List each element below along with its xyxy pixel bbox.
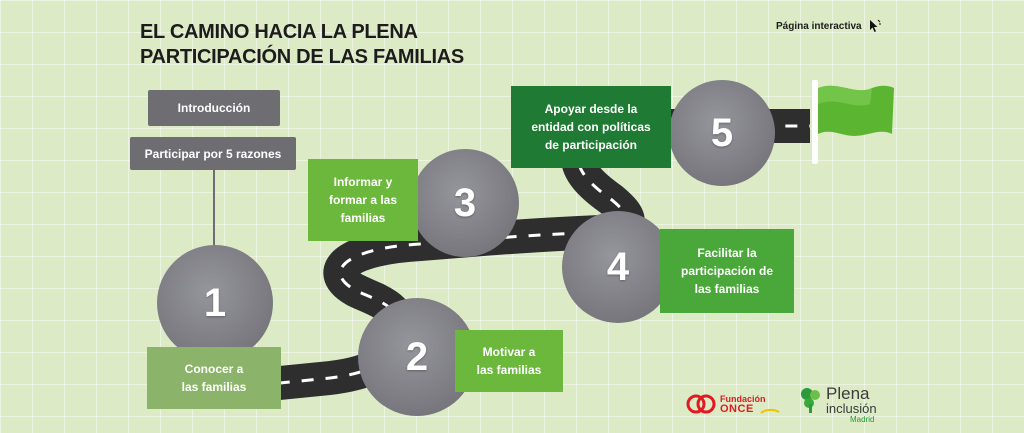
step-3-line-3: familias [340, 211, 386, 225]
once-line-1: Fundación [720, 394, 766, 404]
five-reasons-button[interactable]: Participar por 5 razones [130, 137, 296, 170]
step-5-card[interactable]: Apoyar desde la entidad con políticas de… [511, 86, 671, 168]
plena-line-1: Plena [826, 384, 870, 403]
introduction-label: Introducción [177, 101, 251, 115]
title-line-2: PARTICIPACIÓN DE LAS FAMILIAS [140, 46, 464, 68]
plena-leaf-icon [801, 388, 820, 413]
step-5-line-1: Apoyar desde la [544, 102, 638, 116]
cursor-icon [869, 19, 881, 32]
step-4-line-2: participación de [680, 264, 774, 278]
step-3-circle[interactable]: 3 [411, 149, 519, 257]
step-1-circle[interactable]: 1 [157, 245, 273, 361]
step-4-number: 4 [606, 244, 630, 289]
plena-line-3: Madrid [850, 415, 875, 424]
flag-icon[interactable] [808, 78, 900, 166]
connector-line [213, 170, 215, 248]
step-2-line-2: las familias [476, 363, 542, 377]
page-title: EL CAMINO HACIA LA PLENA PARTICIPACIÓN D… [140, 20, 464, 70]
step-3-line-1: Informar y [333, 175, 393, 189]
step-3-line-2: formar a las [328, 193, 398, 207]
interactive-label: Página interactiva [776, 20, 862, 32]
once-swoosh-icon [759, 408, 780, 414]
five-reasons-label: Participar por 5 razones [144, 146, 282, 161]
plena-inclusion-logo: Plena inclusión Madrid [800, 384, 877, 425]
step-2-number: 2 [405, 334, 429, 379]
once-line-2: ONCE [720, 403, 754, 415]
step-5-number: 5 [710, 110, 734, 155]
step-1-card[interactable]: Conocer a las familias [147, 347, 281, 409]
step-5-circle[interactable]: 5 [669, 80, 775, 186]
step-1-line-2: las familias [181, 380, 247, 394]
step-2-card[interactable]: Motivar a las familias [455, 330, 563, 392]
fundacion-once-logo: Fundación ONCE [686, 391, 780, 417]
step-5-line-2: entidad con políticas [531, 120, 651, 134]
step-4-line-1: Facilitar la [697, 246, 757, 260]
step-4-card[interactable]: Facilitar la participación de las famili… [660, 229, 794, 313]
step-4-circle[interactable]: 4 [562, 211, 674, 323]
step-1-number: 1 [203, 280, 227, 325]
step-5-line-3: de participación [544, 138, 637, 152]
introduction-button[interactable]: Introducción [148, 90, 280, 126]
step-3-number: 3 [453, 180, 477, 225]
plena-line-2: inclusión [826, 401, 877, 416]
step-1-line-1: Conocer a [184, 362, 244, 376]
step-2-line-1: Motivar a [482, 345, 536, 359]
title-line-1: EL CAMINO HACIA LA PLENA [140, 21, 418, 43]
once-rings-icon [686, 394, 716, 414]
interactive-page-indicator: Página interactiva [776, 19, 882, 33]
step-3-card[interactable]: Informar y formar a las familias [308, 159, 418, 241]
step-4-line-3: las familias [694, 282, 760, 296]
